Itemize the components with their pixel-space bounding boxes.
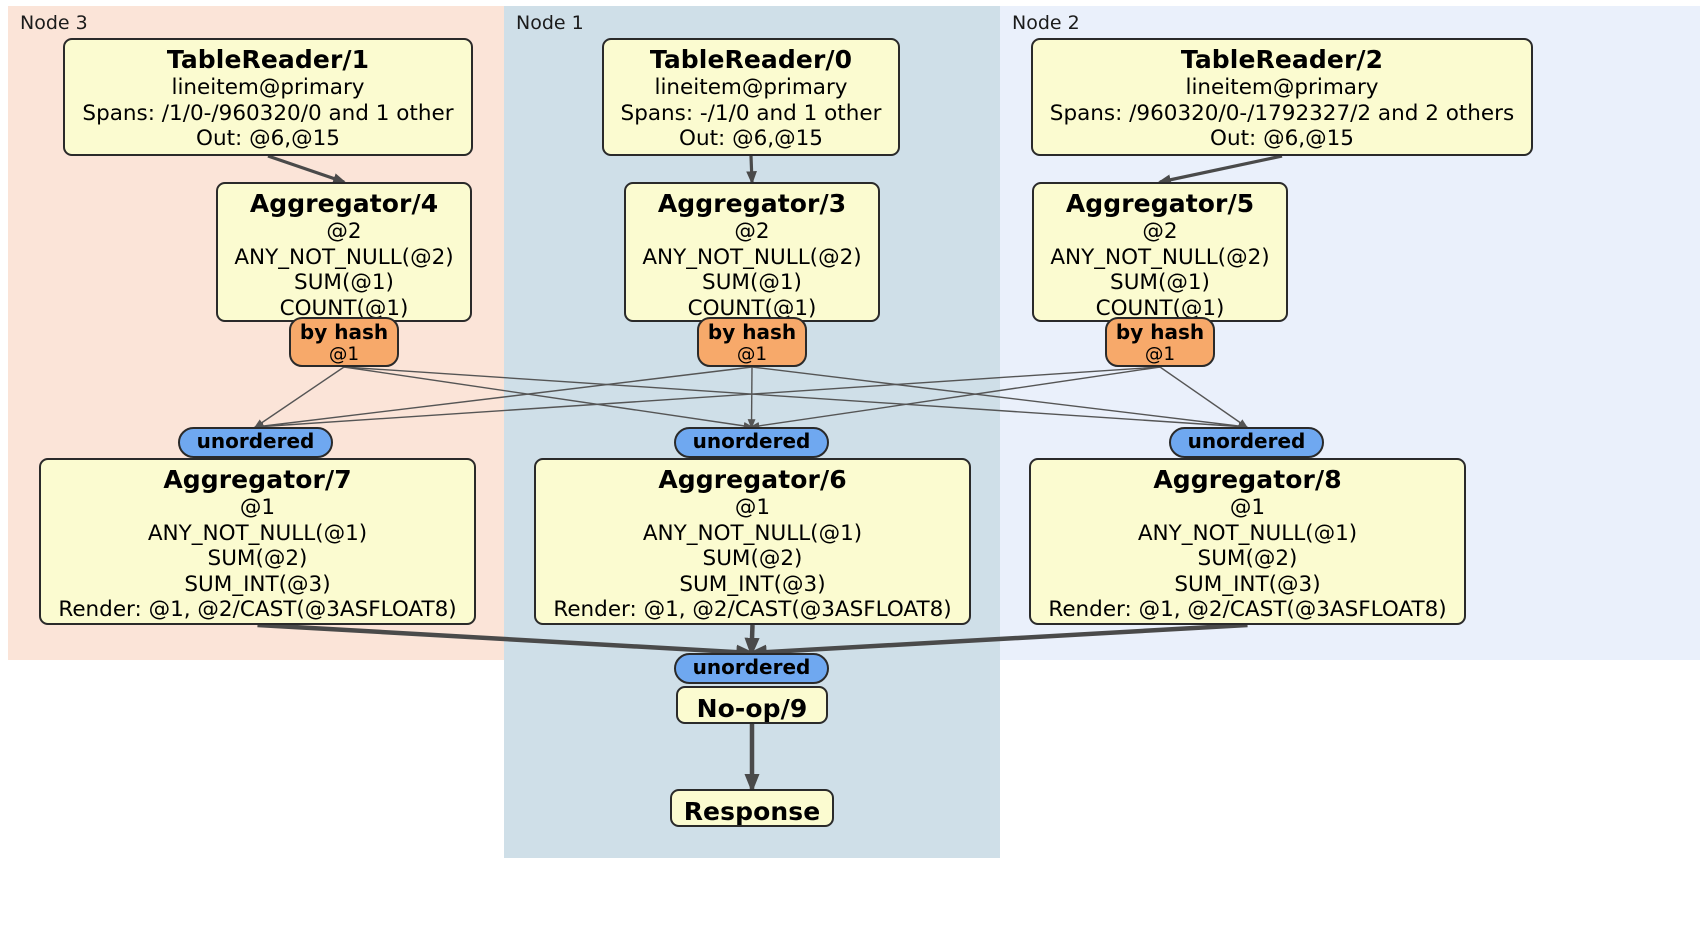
badge-sync-unordered-7[interactable]: unordered xyxy=(178,427,333,458)
processor-detail-line: @2 xyxy=(326,219,362,244)
processor-detail-line: SUM(@2) xyxy=(1197,546,1298,571)
badge-label: by hash xyxy=(1115,320,1205,344)
processor-detail-line: Spans: /1/0-/960320/0 and 1 other xyxy=(82,100,454,126)
badge-sync-unordered-8[interactable]: unordered xyxy=(1169,427,1324,458)
processor-detail-line: ANY_NOT_NULL(@2) xyxy=(234,244,454,270)
processor-title: No-op/9 xyxy=(696,694,808,723)
processor-detail-line: lineitem@primary xyxy=(171,75,365,100)
processor-response[interactable]: Response xyxy=(670,789,834,827)
processor-title: Aggregator/4 xyxy=(249,189,439,218)
processor-title: TableReader/1 xyxy=(166,45,370,74)
badge-sync-unordered-6[interactable]: unordered xyxy=(674,427,829,458)
region-label-node-1: Node 1 xyxy=(516,12,584,34)
badge-router-hash-5[interactable]: by hash@1 xyxy=(1105,317,1215,367)
badge-label: unordered xyxy=(692,429,811,453)
processor-detail-line: ANY_NOT_NULL(@1) xyxy=(1137,520,1358,546)
processor-detail-line: SUM(@1) xyxy=(1110,270,1210,295)
processor-detail-line: ANY_NOT_NULL(@1) xyxy=(642,520,863,546)
badge-label: unordered xyxy=(196,429,315,453)
processor-title: Aggregator/3 xyxy=(657,189,847,218)
processor-detail-line: @2 xyxy=(734,219,770,244)
badge-label: by hash xyxy=(299,320,389,344)
processor-detail-line: SUM(@2) xyxy=(207,546,308,571)
badge-label: unordered xyxy=(1187,429,1306,453)
processor-detail-line: SUM_INT(@3) xyxy=(1174,571,1321,597)
badge-router-hash-4[interactable]: by hash@1 xyxy=(289,317,399,367)
processor-title: Response xyxy=(683,797,821,826)
processor-detail-line: ANY_NOT_NULL(@1) xyxy=(147,520,368,546)
processor-detail-line: @1 xyxy=(734,495,771,520)
processor-detail-line: @2 xyxy=(1142,219,1178,244)
badge-sublabel: @1 xyxy=(736,344,768,365)
badge-sync-unordered-9[interactable]: unordered xyxy=(674,653,829,684)
processor-detail-line: SUM(@1) xyxy=(294,270,394,295)
processor-detail-line: COUNT(@1) xyxy=(687,295,817,321)
badge-label: by hash xyxy=(707,320,797,344)
processor-detail-line: @1 xyxy=(239,495,276,520)
processor-detail-line: Spans: -/1/0 and 1 other xyxy=(620,100,882,126)
processor-detail-line: Out: @6,@15 xyxy=(196,126,340,151)
region-label-node-3: Node 3 xyxy=(20,12,88,34)
processor-title: TableReader/0 xyxy=(649,45,853,74)
processor-detail-line: @1 xyxy=(1229,495,1266,520)
processor-title: TableReader/2 xyxy=(1180,45,1384,74)
processor-detail-line: COUNT(@1) xyxy=(279,295,409,321)
processor-detail-line: ANY_NOT_NULL(@2) xyxy=(642,244,862,270)
processor-detail-line: Out: @6,@15 xyxy=(1210,126,1354,151)
processor-detail-line: lineitem@primary xyxy=(1185,75,1379,100)
badge-sublabel: @1 xyxy=(328,344,360,365)
processor-detail-line: ANY_NOT_NULL(@2) xyxy=(1050,244,1270,270)
processor-detail-line: SUM(@1) xyxy=(702,270,802,295)
processor-detail-line: Spans: /960320/0-/1792327/2 and 2 others xyxy=(1049,100,1515,126)
badge-router-hash-3[interactable]: by hash@1 xyxy=(697,317,807,367)
processor-title: Aggregator/7 xyxy=(163,465,352,494)
processor-detail-line: Render: @1, @2/CAST(@3ASFLOAT8) xyxy=(1048,597,1447,622)
processor-detail-line: Render: @1, @2/CAST(@3ASFLOAT8) xyxy=(553,597,952,622)
processor-title: Aggregator/5 xyxy=(1065,189,1255,218)
processor-detail-line: lineitem@primary xyxy=(654,75,848,100)
processor-detail-line: SUM_INT(@3) xyxy=(184,571,331,597)
region-label-node-2: Node 2 xyxy=(1012,12,1080,34)
badge-sublabel: @1 xyxy=(1144,344,1176,365)
processor-detail-line: Render: @1, @2/CAST(@3ASFLOAT8) xyxy=(58,597,457,622)
processor-detail-line: Out: @6,@15 xyxy=(679,126,823,151)
processor-title: Aggregator/6 xyxy=(658,465,847,494)
processor-title: Aggregator/8 xyxy=(1153,465,1342,494)
processor-no-op-9[interactable]: No-op/9 xyxy=(676,686,828,724)
processor-detail-line: SUM_INT(@3) xyxy=(679,571,826,597)
processor-detail-line: COUNT(@1) xyxy=(1095,295,1225,321)
badge-label: unordered xyxy=(692,655,811,679)
processor-detail-line: SUM(@2) xyxy=(702,546,803,571)
